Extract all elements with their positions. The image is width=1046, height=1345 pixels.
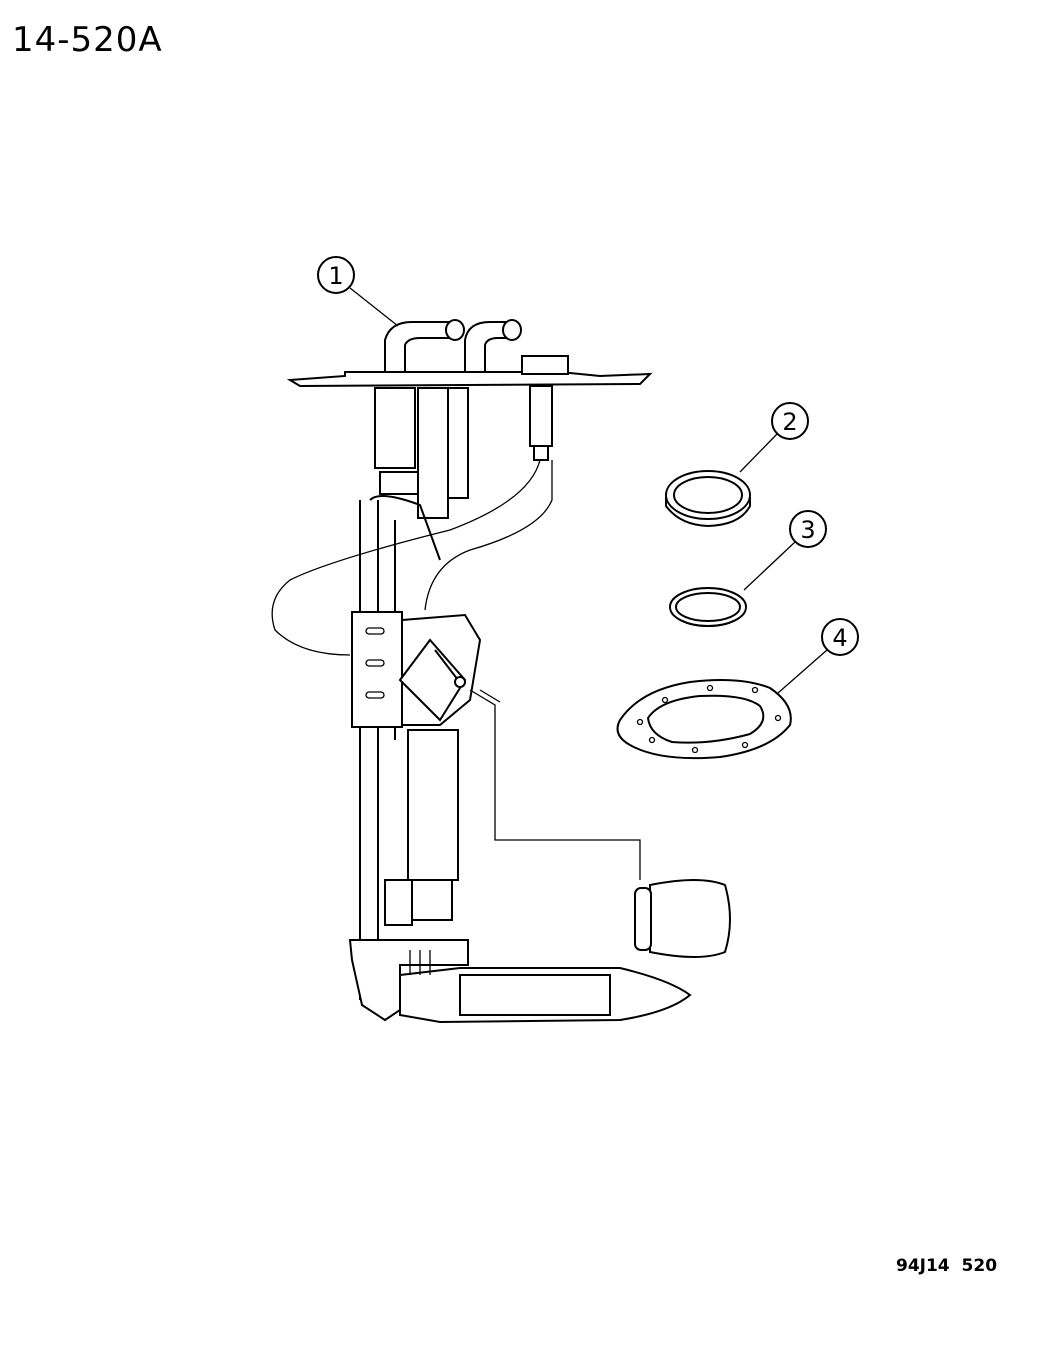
- o-ring-seal: 3: [669, 510, 827, 627]
- callout-3-label: 3: [800, 516, 815, 544]
- callout-2-label: 2: [782, 408, 797, 436]
- gasket: 4: [616, 618, 859, 760]
- callout-1-label: 1: [328, 262, 343, 290]
- callout-4-label: 4: [832, 624, 847, 652]
- fuel-pump-module: 1: [271, 256, 731, 1024]
- figure-id: 14-520A: [12, 20, 163, 60]
- reference-code: 94J14 520: [896, 1256, 998, 1276]
- lock-ring: 2: [665, 402, 809, 528]
